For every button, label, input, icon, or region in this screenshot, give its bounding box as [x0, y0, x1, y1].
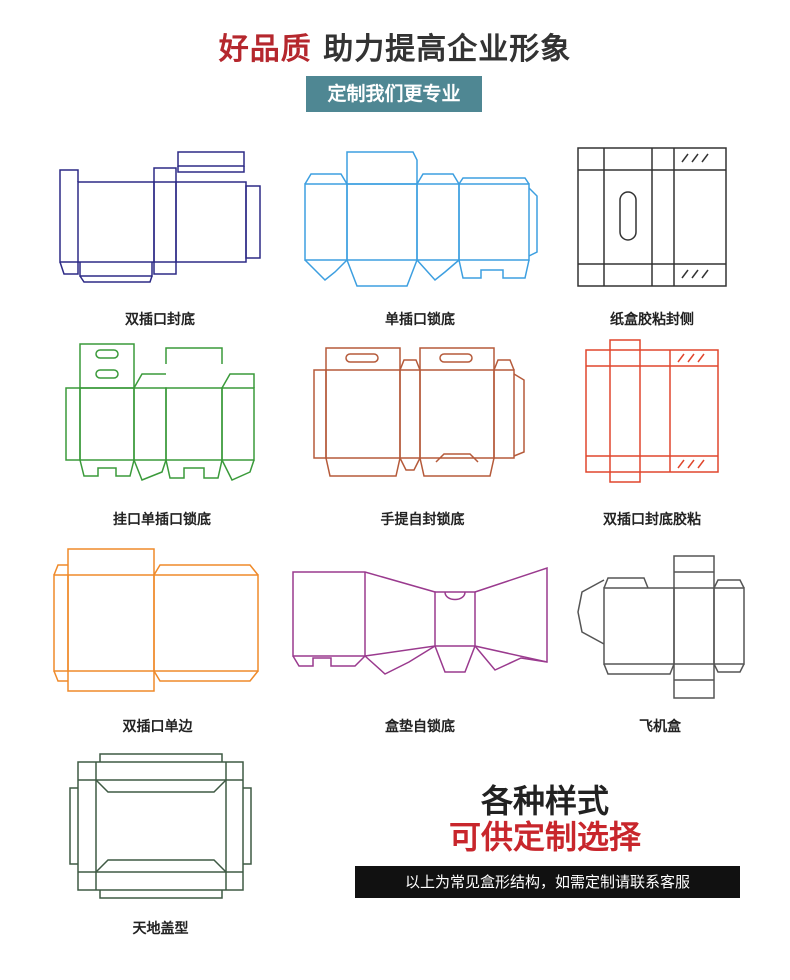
box-label: 飞机盒: [639, 719, 681, 735]
box-label: 天地盖型: [132, 921, 189, 937]
lid-and-base-box-dieline-icon: [69, 753, 252, 899]
box-mailer: [574, 552, 746, 702]
handle-self-lock-bottom-dieline-icon: [313, 347, 525, 477]
double-tuck-bottom-dieline-icon: [59, 151, 261, 283]
page-title: 好品质 助力提高企业形象: [0, 24, 790, 68]
box-handle-self-lock: [310, 342, 535, 484]
box-hanger-single-tuck: [62, 340, 262, 488]
promo-heading: 各种样式: [480, 782, 609, 820]
hanger-single-tuck-lock-bottom-dieline-icon: [65, 343, 255, 481]
box-single-tuck-lock-bottom: [295, 148, 545, 293]
box-label: 纸盒胶粘封侧: [610, 312, 694, 328]
title-rest: 助力提高企业形象: [323, 32, 572, 67]
box-glued-side: [572, 142, 732, 292]
box-label: 挂口单插口锁底: [113, 512, 211, 528]
title-highlight: 好品质: [218, 32, 312, 67]
single-tuck-lock-bottom-dieline-icon: [304, 151, 538, 287]
box-double-tuck-glued: [582, 336, 722, 486]
professional-badge: 定制我们更专业: [306, 76, 482, 112]
box-label: 双插口单边: [122, 719, 193, 735]
glued-side-box-dieline-icon: [577, 147, 727, 287]
mailer-box-dieline-icon: [577, 555, 745, 699]
pad-self-lock-bottom-dieline-icon: [292, 566, 548, 675]
promo-subheading: 可供定制选择: [448, 818, 641, 856]
box-lid-and-base: [68, 752, 253, 900]
box-pad-self-lock: [285, 562, 555, 680]
box-label: 双插口封底: [125, 312, 195, 328]
box-label: 双插口封底胶粘: [603, 512, 701, 528]
double-tuck-single-side-dieline-icon: [53, 548, 259, 692]
contact-note-bar: 以上为常见盒形结构，如需定制请联系客服: [355, 866, 740, 898]
double-tuck-glued-bottom-dieline-icon: [585, 339, 719, 483]
box-label: 手提自封锁底: [380, 512, 465, 528]
box-double-tuck-single-side: [50, 545, 265, 695]
box-label: 单插口锁底: [385, 312, 455, 328]
box-label: 盒垫自锁底: [385, 719, 455, 735]
box-double-tuck-bottom: [50, 150, 270, 290]
